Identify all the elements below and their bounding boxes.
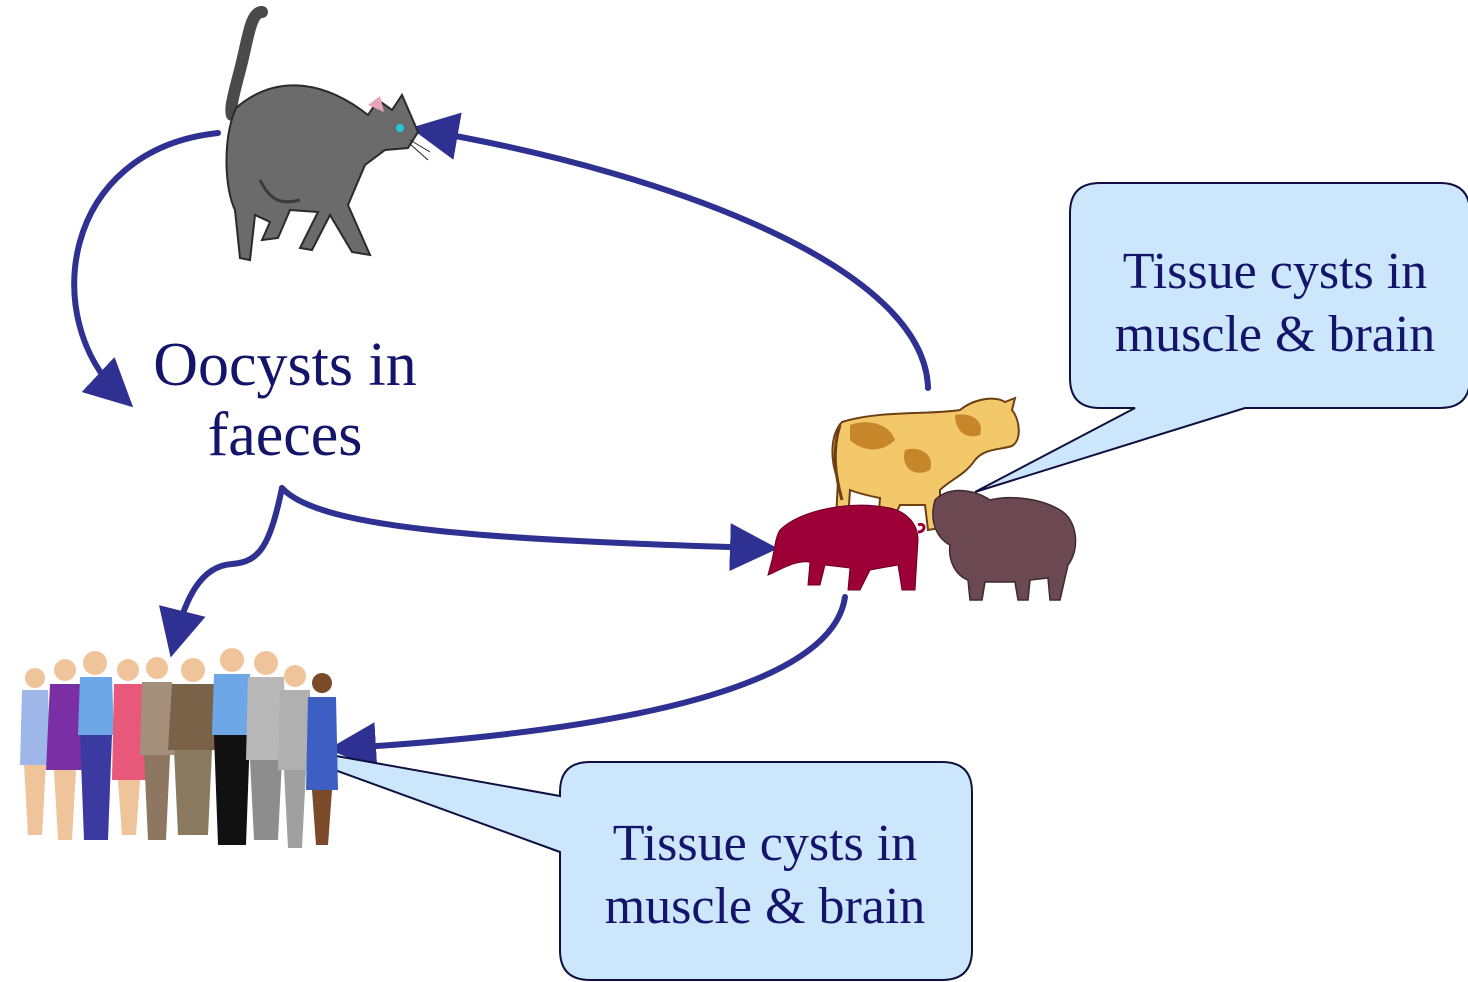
oocysts-label-line-2: faeces [110, 400, 460, 470]
person-3 [78, 651, 114, 840]
callout-livestock-line-2: muscle & brain [1070, 303, 1468, 366]
person-6 [168, 658, 218, 835]
callout-people-text: Tissue cysts in muscle & brain [560, 812, 970, 939]
callout-people-line-2: muscle & brain [560, 875, 970, 938]
arrow-livestock-to-people [346, 597, 845, 748]
arrow-livestock-to-cat [428, 131, 928, 388]
sheep-icon [933, 491, 1076, 600]
person-2 [46, 659, 84, 840]
oocysts-in-faeces-label: Oocysts in faeces [110, 330, 460, 470]
cat-icon [226, 12, 430, 260]
callout-livestock-text: Tissue cysts in muscle & brain [1070, 240, 1468, 367]
oocysts-label-line-1: Oocysts in [110, 330, 460, 400]
callout-people-line-1: Tissue cysts in [560, 812, 970, 875]
pig-icon [768, 505, 924, 590]
arrow-oocysts-to-people [175, 488, 282, 640]
person-7 [212, 648, 252, 845]
person-1 [20, 668, 50, 835]
people-group-icon [20, 648, 338, 848]
arrow-oocysts-to-livestock [282, 488, 760, 548]
callout-livestock-line-1: Tissue cysts in [1070, 240, 1468, 303]
person-10 [306, 673, 338, 845]
